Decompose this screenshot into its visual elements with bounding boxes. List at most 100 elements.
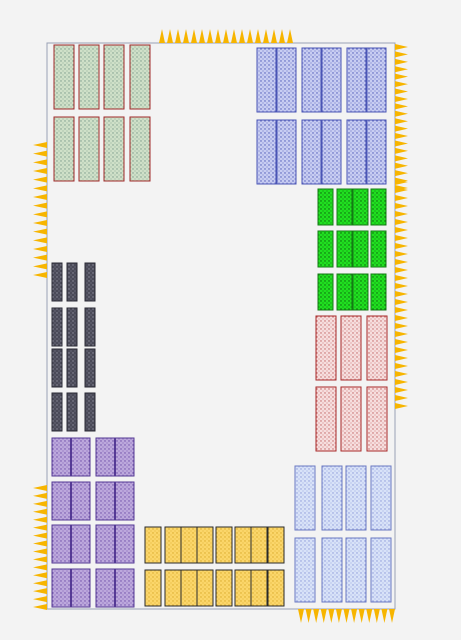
- io-pin: [395, 259, 408, 265]
- yellow-block-cluster: [144, 526, 285, 607]
- io-pin: [33, 185, 47, 192]
- purple-macro-block: [115, 437, 135, 477]
- io-pin: [33, 246, 47, 252]
- io-pin: [263, 29, 269, 43]
- io-pins: [33, 29, 408, 623]
- io-pin: [358, 609, 365, 623]
- pink-block-cluster: [315, 315, 388, 452]
- green-macro-block: [352, 188, 369, 226]
- dark-macro-block: [84, 262, 96, 302]
- yellow-macro-block: [267, 526, 285, 564]
- io-pin: [395, 347, 408, 353]
- io-pin: [33, 159, 47, 166]
- io-pin: [33, 485, 47, 491]
- io-pin: [33, 556, 47, 563]
- purple-macro-block: [95, 568, 115, 608]
- purple-macro-block: [115, 568, 135, 608]
- navy-macro-block: [256, 47, 277, 113]
- periwinkle-macro-block: [294, 465, 316, 531]
- yellow-macro-block: [250, 526, 268, 564]
- io-pin: [395, 118, 408, 125]
- green-macro-block: [317, 273, 334, 311]
- navy-macro-block: [276, 119, 297, 185]
- sage-macro-block: [103, 116, 125, 182]
- green-macro-block: [336, 230, 353, 268]
- io-pin: [395, 66, 408, 73]
- dark-macro-block: [66, 348, 78, 388]
- yellow-macro-block: [215, 569, 233, 607]
- pink-macro-block: [315, 315, 337, 381]
- io-pin: [395, 395, 408, 401]
- yellow-macro-block: [196, 526, 214, 564]
- io-pin: [395, 133, 408, 140]
- io-pin: [395, 88, 408, 95]
- green-macro-block: [370, 273, 387, 311]
- io-pin: [33, 564, 47, 571]
- navy-macro-block: [301, 119, 322, 185]
- yellow-macro-block: [267, 569, 285, 607]
- io-pin: [395, 211, 408, 217]
- io-pin: [33, 540, 47, 547]
- io-pin: [33, 254, 47, 261]
- io-pin: [33, 150, 47, 157]
- io-pin: [395, 307, 408, 313]
- sage-macro-block: [53, 44, 75, 110]
- pink-macro-block: [366, 386, 388, 452]
- yellow-macro-block: [234, 526, 252, 564]
- yellow-macro-block: [250, 569, 268, 607]
- io-pin: [395, 203, 408, 209]
- periwinkle-macro-block: [370, 465, 392, 531]
- io-pin: [33, 142, 47, 148]
- purple-macro-block: [95, 524, 115, 564]
- periwinkle-macro-block: [345, 537, 367, 603]
- io-pin: [395, 125, 408, 132]
- io-pin: [33, 202, 47, 209]
- yellow-macro-block: [180, 569, 198, 607]
- dark-macro-block: [66, 262, 78, 302]
- green-macro-block: [370, 188, 387, 226]
- io-pin: [33, 596, 47, 603]
- navy-macro-block: [366, 47, 387, 113]
- io-pin: [207, 29, 213, 43]
- io-pin: [33, 176, 47, 183]
- navy-macro-block: [366, 119, 387, 185]
- io-pin: [395, 187, 408, 193]
- yellow-macro-block: [215, 526, 233, 564]
- purple-macro-block: [95, 481, 115, 521]
- periwinkle-macro-block: [345, 465, 367, 531]
- dark-macro-block: [51, 262, 63, 302]
- dark-block-cluster: [51, 262, 96, 432]
- dark-macro-block: [51, 392, 63, 432]
- io-pin: [33, 237, 47, 244]
- io-pin: [247, 29, 253, 43]
- io-pin: [395, 219, 408, 225]
- pink-macro-block: [366, 315, 388, 381]
- navy-macro-block: [276, 47, 297, 113]
- dark-macro-block: [84, 307, 96, 347]
- io-pin: [395, 323, 408, 329]
- io-pin: [33, 272, 47, 278]
- io-pin: [33, 492, 47, 499]
- io-pin: [395, 95, 408, 102]
- navy-macro-block: [256, 119, 277, 185]
- io-pin: [279, 29, 285, 43]
- periwinkle-block-cluster: [294, 465, 392, 603]
- green-macro-block: [317, 188, 334, 226]
- io-pin: [199, 29, 205, 43]
- navy-macro-block: [321, 47, 342, 113]
- pink-macro-block: [340, 386, 362, 452]
- io-pin: [395, 275, 408, 281]
- io-pin: [389, 609, 395, 623]
- green-macro-block: [317, 230, 334, 268]
- purple-macro-block: [71, 524, 91, 564]
- dark-macro-block: [66, 392, 78, 432]
- periwinkle-macro-block: [294, 537, 316, 603]
- io-pin: [255, 29, 261, 43]
- io-pin: [395, 44, 408, 50]
- io-pin: [366, 609, 373, 623]
- navy-block-cluster: [256, 47, 387, 185]
- purple-macro-block: [51, 568, 71, 608]
- io-pin: [33, 516, 47, 523]
- green-macro-block: [336, 188, 353, 226]
